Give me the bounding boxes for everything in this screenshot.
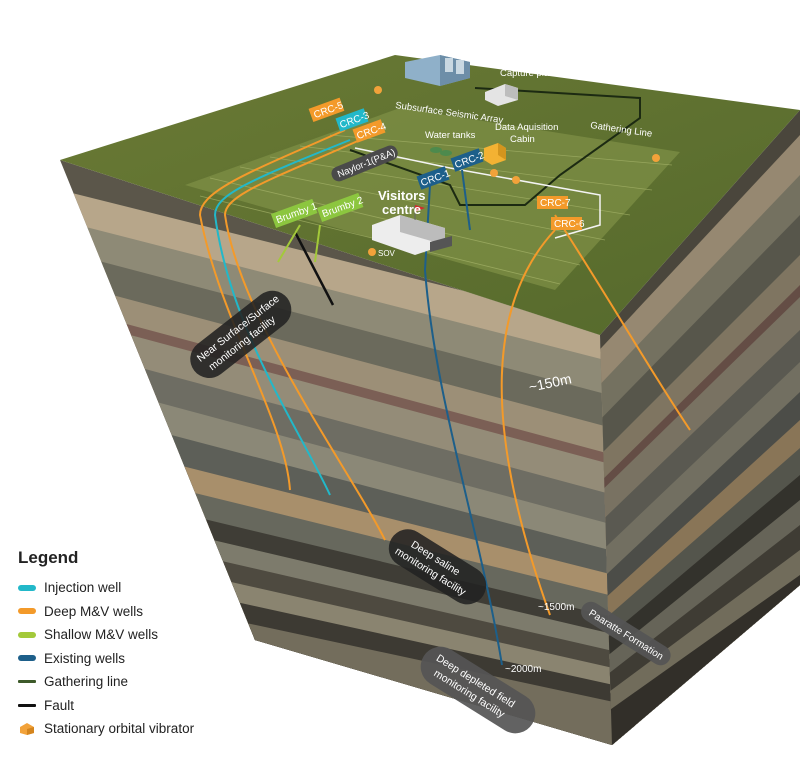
survey-field	[185, 108, 680, 290]
data-cabin-label-2: Cabin	[510, 134, 535, 145]
black-line-icon	[18, 703, 36, 707]
data-cabin-building	[484, 143, 506, 165]
legend-item-shallow-wells: Shallow M&V wells	[18, 623, 278, 647]
water-tanks-label: Water tanks	[425, 130, 476, 141]
capture-plant-label: Capture plant	[500, 68, 557, 79]
depth-2000: ~2000m	[505, 664, 541, 675]
gathering-line-path	[349, 87, 641, 206]
svg-text:CRC-6: CRC-6	[554, 219, 585, 230]
depth-1500: ~1500m	[538, 602, 574, 613]
wells	[198, 129, 691, 666]
orange-line-icon	[18, 608, 36, 615]
deep-well-crc5	[198, 129, 346, 491]
legend-item-deep-wells: Deep M&V wells	[18, 600, 278, 624]
legend: Legend Injection well Deep M&V wells Sha…	[18, 548, 278, 741]
visitors-label-2: centre	[382, 202, 421, 217]
svg-text:CRC-7: CRC-7	[540, 198, 571, 209]
vibrator-icon	[368, 248, 376, 256]
water-tanks	[430, 147, 452, 156]
legend-item-fault: Fault	[18, 694, 278, 718]
injection-well-crc3	[213, 139, 351, 496]
legend-item-vibrator: Stationary orbital vibrator	[18, 717, 278, 741]
vibrator-icon	[20, 722, 34, 735]
vibrator-icon	[490, 169, 498, 177]
cyan-line-icon	[18, 584, 36, 591]
vibrator-icon	[512, 176, 520, 184]
existing-well-crc2	[461, 169, 471, 231]
legend-item-injection-well: Injection well	[18, 576, 278, 600]
dark-green-line-icon	[18, 680, 36, 684]
fault-line	[293, 231, 335, 306]
legend-item-gathering-line: Gathering line	[18, 670, 278, 694]
data-cabin-label-1: Data Aquisition	[495, 122, 558, 133]
shallow-well-brumby2	[314, 224, 321, 263]
blue-line-icon	[18, 655, 36, 662]
vibrator-icon	[652, 154, 660, 162]
vibrators	[368, 86, 660, 256]
legend-item-existing-wells: Existing wells	[18, 647, 278, 671]
vibrator-icon	[374, 86, 382, 94]
well-tag-crc6: CRC-6	[551, 217, 585, 230]
visitors-centre-building	[372, 205, 452, 255]
existing-well-crc1	[423, 184, 503, 666]
capture-plant-building	[405, 55, 518, 106]
sov-label: SOV	[378, 249, 396, 258]
deep-well-crc4	[223, 139, 386, 541]
legend-title: Legend	[18, 548, 79, 567]
deep-well-crc7	[554, 214, 691, 431]
deep-well-crc6	[500, 229, 556, 616]
well-tag-crc7: CRC-7	[537, 196, 571, 209]
buttress-label: Buttress-1	[440, 42, 483, 53]
lime-line-icon	[18, 631, 36, 638]
surface-connection	[354, 147, 601, 239]
shallow-well-brumby1	[277, 224, 301, 263]
visitors-label-1: Visitors	[378, 188, 425, 203]
